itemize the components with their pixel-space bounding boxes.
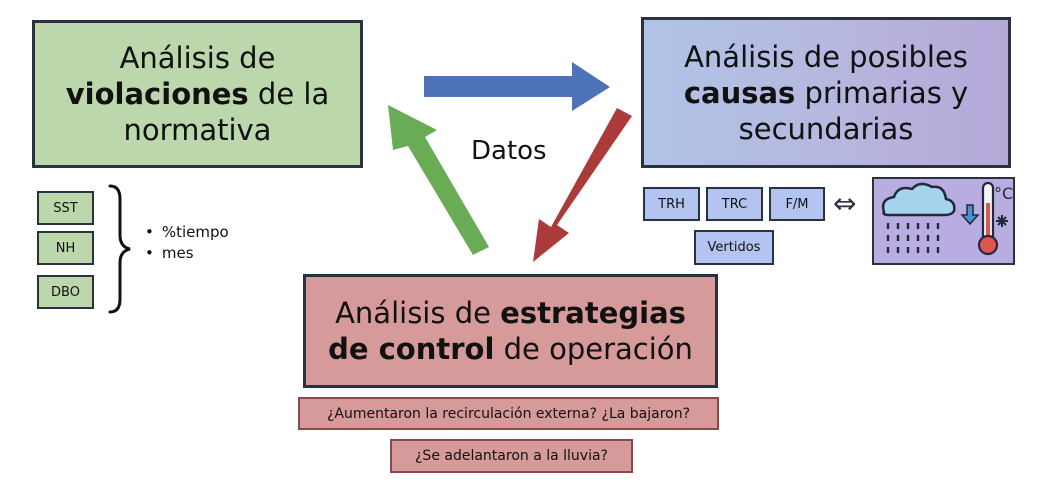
node-violaciones-label: Análisis de violaciones de la normativa	[65, 41, 330, 147]
metric-bullets: %tiempo mes	[145, 222, 229, 264]
curly-brace	[108, 184, 131, 314]
arrow-right-blue	[424, 62, 610, 111]
temperature-unit: °C	[994, 184, 1013, 203]
double-arrow-icon: ⇔	[833, 187, 857, 220]
param-sst: SST	[37, 191, 94, 225]
param-fm: F/M	[769, 187, 825, 221]
param-dbo: DBO	[37, 275, 94, 309]
arrow-down-red	[533, 108, 632, 262]
node-estrategias-label: Análisis de estrategias de control de op…	[328, 296, 693, 366]
node-violaciones: Análisis de violaciones de la normativa	[32, 20, 363, 168]
arrow-up-green	[388, 105, 489, 255]
node-causas-label: Análisis de posibles causas primarias y …	[683, 39, 969, 146]
node-estrategias: Análisis de estrategias de control de op…	[303, 274, 718, 388]
param-vertidos: Vertidos	[694, 230, 774, 265]
param-trh: TRH	[643, 187, 700, 221]
datos-label: Datos	[471, 136, 547, 166]
param-trc: TRC	[706, 187, 763, 221]
bullet-item: mes	[145, 243, 229, 264]
weather-icon: °C	[872, 177, 1015, 265]
question-lluvia: ¿Se adelantaron a la lluvia?	[390, 439, 633, 473]
bullet-item: %tiempo	[145, 222, 229, 243]
node-causas: Análisis de posibles causas primarias y …	[641, 17, 1011, 168]
question-recirculacion: ¿Aumentaron la recirculación externa? ¿L…	[298, 397, 719, 430]
param-nh: NH	[37, 231, 94, 265]
rain-cloud-thermometer-icon: °C	[881, 181, 1013, 256]
